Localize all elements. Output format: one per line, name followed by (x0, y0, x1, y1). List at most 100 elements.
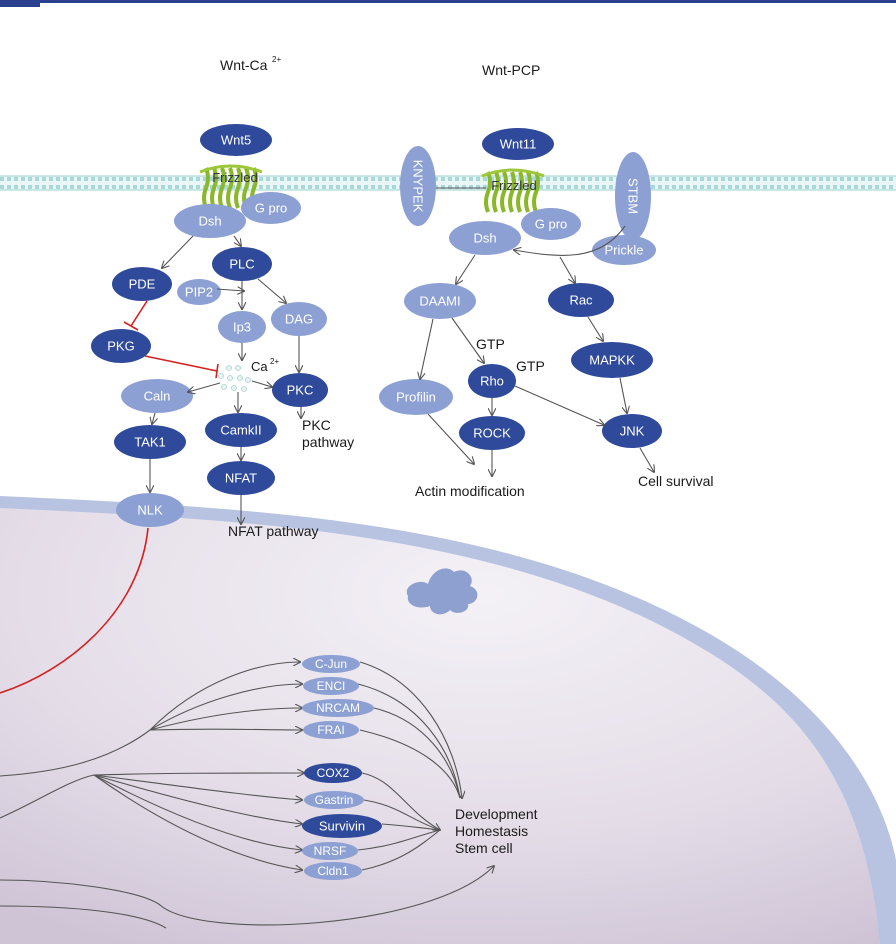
label-ca: Ca (251, 359, 268, 374)
label-frai: FRAI (317, 723, 344, 737)
node-ip3 (218, 311, 266, 343)
label-survivin: Survivin (319, 819, 365, 834)
label-frizzled-left: Frizzled (212, 170, 258, 185)
label-nfat-pathway: NFAT pathway (228, 523, 319, 539)
outcome-homestasis: Homestasis (455, 823, 528, 839)
outcome-stem-cell: Stem cell (455, 840, 513, 856)
node-daami (404, 283, 476, 319)
gene-survivin (302, 814, 382, 838)
gene-nrsf (302, 842, 358, 860)
node-plc (212, 247, 272, 281)
label-pkc-pathway-1: PKC (302, 417, 331, 433)
gene-c-jun (302, 655, 360, 673)
node-wnt5 (200, 124, 272, 156)
label-tak1: TAK1 (134, 435, 166, 450)
label-c-jun: C-Jun (315, 657, 347, 671)
node-camkii (205, 413, 277, 447)
gene-frai (303, 721, 359, 739)
node-gpro-left (241, 192, 301, 224)
gene-arrows (0, 662, 494, 929)
label-prickle: Prickle (604, 243, 643, 258)
label-plc: PLC (229, 257, 254, 272)
outcome-development: Development (455, 806, 538, 822)
label-pkc-pathway-2: pathway (302, 434, 354, 450)
node-pkg (91, 329, 151, 363)
right-arrows (420, 225, 654, 476)
label-gpro-left: G pro (255, 201, 288, 216)
calcium-ions (218, 365, 251, 392)
node-gpro-right (521, 208, 581, 240)
label-rho: Rho (480, 374, 504, 389)
label-jnk: JNK (620, 424, 645, 439)
label-stbm: STBM (626, 178, 641, 214)
label-gtp-1: GTP (476, 336, 505, 352)
header-wnt-ca-superscript: 2+ (272, 55, 281, 64)
gene-nrcam (302, 699, 374, 717)
gene-enci (303, 677, 359, 695)
label-pip2: PIP2 (185, 285, 213, 300)
label-nfat: NFAT (225, 471, 257, 486)
node-rac (548, 283, 614, 317)
label-cox2: COX2 (317, 766, 350, 780)
label-dsh-left: Dsh (198, 214, 221, 229)
label-actin-modification: Actin modification (415, 483, 525, 499)
gene-cldn1 (304, 862, 362, 880)
label-pkc: PKC (287, 383, 314, 398)
node-tak1 (114, 425, 186, 459)
node-dsh-left (174, 204, 246, 238)
node-profilin (379, 379, 453, 415)
label-pde: PDE (129, 277, 156, 292)
label-profilin: Profilin (396, 390, 436, 405)
label-cldn1: Cldn1 (317, 864, 349, 878)
label-dag: DAG (285, 312, 313, 327)
label-caln: Caln (144, 389, 171, 404)
node-rho (468, 364, 516, 398)
node-dag (271, 302, 327, 336)
node-rock (459, 416, 525, 450)
nucleus (0, 496, 896, 944)
label-gtp-2: GTP (516, 358, 545, 374)
node-nlk (116, 493, 184, 527)
label-enci: ENCI (317, 679, 346, 693)
label-rock: ROCK (473, 426, 511, 441)
left-arrows (150, 235, 301, 524)
node-mapkk (571, 342, 653, 378)
gene-gastrin (304, 791, 364, 809)
header-wnt-ca-text: Wnt-Ca (220, 57, 268, 73)
label-nlk: NLK (137, 503, 163, 518)
label-rac: Rac (569, 293, 593, 308)
frizzled-right: Frizzled (481, 168, 545, 213)
label-mapkk: MAPKK (589, 353, 635, 368)
label-gastrin: Gastrin (315, 793, 354, 807)
top-border (0, 0, 896, 3)
node-jnk (602, 414, 662, 448)
label-ca-superscript: 2+ (270, 357, 279, 366)
label-ip3: Ip3 (233, 320, 251, 335)
node-pde (112, 267, 172, 301)
outcome-labels: Development Homestasis Stem cell (455, 806, 538, 856)
node-wnt11 (482, 128, 554, 160)
label-pkg: PKG (107, 339, 134, 354)
nuclear-pore (406, 568, 478, 615)
node-pip2 (177, 279, 221, 305)
label-wnt11: Wnt11 (500, 137, 537, 152)
node-dsh-right (449, 221, 521, 255)
label-camkii: CamkII (220, 423, 261, 438)
header-wnt-ca: Wnt-Ca 2+ (220, 55, 281, 73)
label-knypek: KNYPEK (411, 160, 426, 213)
node-pkc (272, 373, 328, 407)
inhibition-edges (0, 300, 219, 694)
node-stbm (615, 152, 651, 240)
label-nrcam: NRCAM (316, 701, 360, 715)
frizzled-left: Frizzled (199, 164, 263, 209)
label-dsh-right: Dsh (473, 231, 496, 246)
label-wnt5: Wnt5 (221, 133, 251, 148)
gene-cox2 (304, 763, 362, 783)
header-wnt-pcp: Wnt-PCP (482, 62, 540, 78)
node-caln (121, 379, 193, 413)
node-nfat (207, 461, 275, 495)
label-nrsf: NRSF (314, 844, 347, 858)
label-frizzled-right: Frizzled (491, 178, 537, 193)
label-daami: DAAMI (419, 294, 460, 309)
